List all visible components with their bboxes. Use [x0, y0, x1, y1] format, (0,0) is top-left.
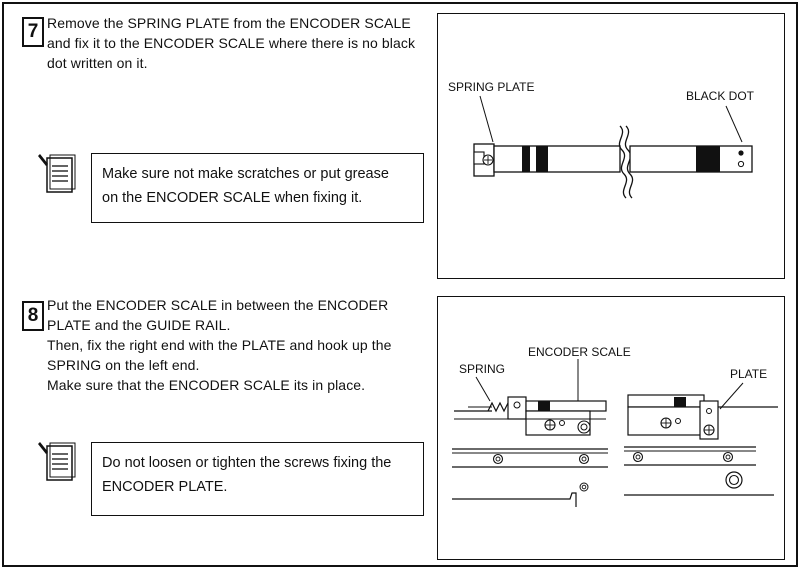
- step-7-note-line: Make sure not make scratches or put grea…: [102, 166, 389, 182]
- step-7-line: and fix it to the ENCODER SCALE where th…: [47, 35, 416, 51]
- encoder-scale-label: ENCODER SCALE: [528, 345, 631, 359]
- step-7-line: Remove the SPRING PLATE from the ENCODER…: [47, 15, 411, 31]
- step-8-line: PLATE and the GUIDE RAIL.: [47, 317, 231, 333]
- spring-label: SPRING: [459, 362, 506, 376]
- memo-note-icon: [38, 440, 76, 484]
- step-8-instructions: Put the ENCODER SCALE in between the ENC…: [47, 295, 391, 395]
- step-7-note-line: on the ENCODER SCALE when fixing it.: [102, 190, 363, 206]
- step-7-line: dot written on it.: [47, 55, 148, 71]
- black-dot-label: BLACK DOT: [686, 89, 755, 103]
- step-8-figure: SPRING ENCODER SCALE PLATE: [437, 296, 785, 560]
- step-8-line: Put the ENCODER SCALE in between the ENC…: [47, 297, 389, 313]
- encoder-assembly-diagram: [452, 359, 778, 507]
- encoder-scale-diagram: [473, 95, 753, 199]
- step-8-number: 8: [22, 301, 44, 331]
- step-8-note-line: ENCODER PLATE.: [102, 479, 228, 495]
- step-8-line: Then, fix the right end with the PLATE a…: [47, 337, 392, 353]
- step-7-instructions: Remove the SPRING PLATE from the ENCODER…: [47, 13, 415, 73]
- step-8-note: Do not loosen or tighten the screws fixi…: [91, 442, 424, 516]
- memo-note-icon: [38, 152, 76, 196]
- step-8-note-line: Do not loosen or tighten the screws fixi…: [102, 455, 392, 471]
- step-8-line: SPRING on the left end.: [47, 357, 200, 373]
- plate-label: PLATE: [730, 367, 768, 381]
- spring-plate-label: SPRING PLATE: [448, 80, 535, 94]
- step-7-number: 7: [22, 17, 44, 47]
- step-7-note: Make sure not make scratches or put grea…: [91, 153, 424, 223]
- step-7-figure: SPRING PLATE BLACK DOT: [437, 13, 785, 279]
- step-8-line: Make sure that the ENCODER SCALE its in …: [47, 377, 366, 393]
